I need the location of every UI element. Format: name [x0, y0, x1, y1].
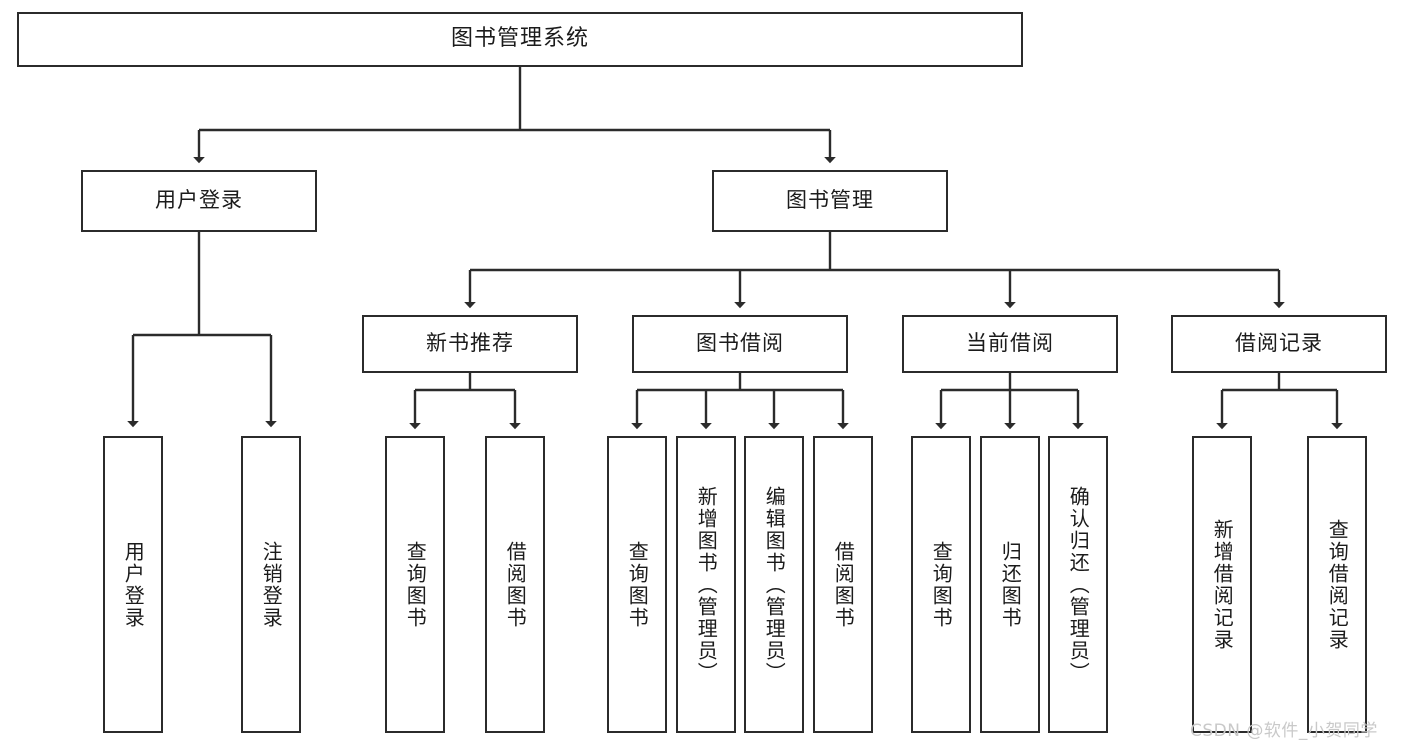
csdn-watermark: CSDN @软件_小贺同学	[1190, 721, 1378, 741]
leaf-return-book[interactable]: 归还图书	[980, 436, 1040, 733]
node-borrow-record[interactable]: 借阅记录	[1171, 315, 1387, 373]
leaf-confirm-return-admin-label: 确认归还（管理员）	[1066, 485, 1091, 684]
leaf-query-book-borrow[interactable]: 查询图书	[607, 436, 667, 733]
node-borrow-record-label: 借阅记录	[1235, 331, 1323, 356]
node-book-borrow-label: 图书借阅	[696, 331, 784, 356]
leaf-query-book-recommend[interactable]: 查询图书	[385, 436, 445, 733]
node-book-manage-label: 图书管理	[786, 188, 874, 213]
leaf-logout-label: 注销登录	[259, 540, 284, 629]
leaf-query-borrow-record-label: 查询借阅记录	[1325, 518, 1350, 651]
leaf-borrow-book-label: 借阅图书	[831, 540, 856, 629]
leaf-query-book-current-label: 查询图书	[929, 540, 954, 629]
leaf-confirm-return-admin[interactable]: 确认归还（管理员）	[1048, 436, 1108, 733]
node-root-system[interactable]: 图书管理系统	[17, 12, 1023, 67]
leaf-query-book-recommend-label: 查询图书	[403, 540, 428, 629]
leaf-user-login[interactable]: 用户登录	[103, 436, 163, 733]
leaf-user-login-label: 用户登录	[121, 540, 146, 629]
leaf-query-borrow-record[interactable]: 查询借阅记录	[1307, 436, 1367, 733]
node-root-system-label: 图书管理系统	[450, 26, 589, 52]
leaf-add-book-admin[interactable]: 新增图书（管理员）	[676, 436, 736, 733]
leaf-borrow-book-recommend[interactable]: 借阅图书	[485, 436, 545, 733]
leaf-add-borrow-record[interactable]: 新增借阅记录	[1192, 436, 1252, 733]
node-current-borrow-label: 当前借阅	[966, 331, 1054, 356]
node-book-borrow[interactable]: 图书借阅	[632, 315, 848, 373]
node-user-login-label: 用户登录	[155, 188, 243, 213]
leaf-logout[interactable]: 注销登录	[241, 436, 301, 733]
node-current-borrow[interactable]: 当前借阅	[902, 315, 1118, 373]
node-new-book-recommend-label: 新书推荐	[426, 331, 514, 356]
node-user-login[interactable]: 用户登录	[81, 170, 317, 232]
leaf-query-book-borrow-label: 查询图书	[625, 540, 650, 629]
node-new-book-recommend[interactable]: 新书推荐	[362, 315, 578, 373]
leaf-add-book-admin-label: 新增图书（管理员）	[694, 485, 719, 684]
leaf-query-book-current[interactable]: 查询图书	[911, 436, 971, 733]
leaf-return-book-label: 归还图书	[998, 540, 1023, 629]
leaf-borrow-book-recommend-label: 借阅图书	[503, 540, 528, 629]
leaf-add-borrow-record-label: 新增借阅记录	[1210, 518, 1235, 651]
leaf-borrow-book[interactable]: 借阅图书	[813, 436, 873, 733]
leaf-edit-book-admin[interactable]: 编辑图书（管理员）	[744, 436, 804, 733]
node-book-manage[interactable]: 图书管理	[712, 170, 948, 232]
leaf-edit-book-admin-label: 编辑图书（管理员）	[762, 485, 787, 684]
